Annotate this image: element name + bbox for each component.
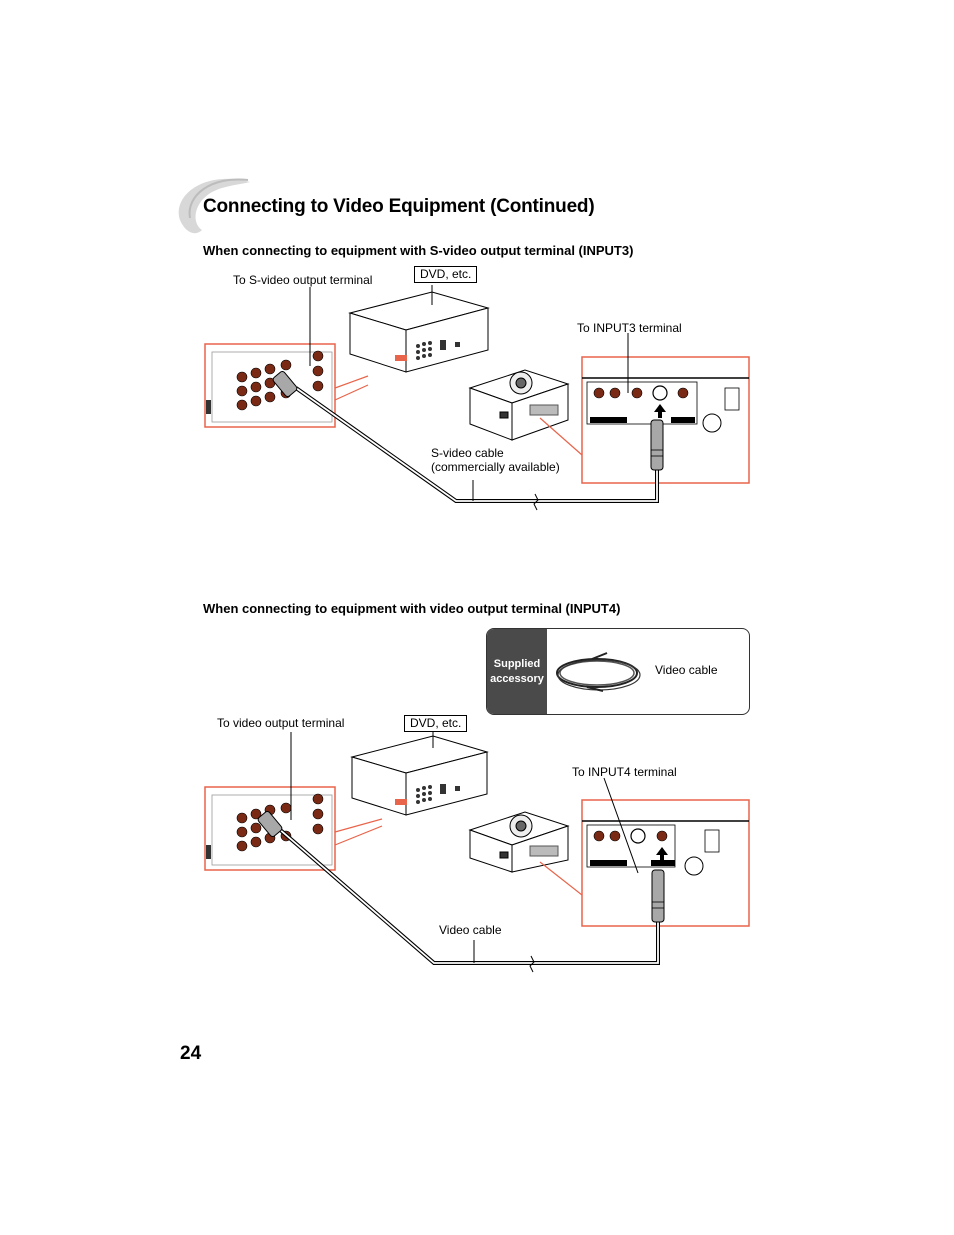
s2-input-label: To INPUT4 terminal bbox=[572, 765, 677, 779]
supplied-accessory-box: Supplied accessory Video cable bbox=[486, 628, 750, 715]
video-cable-coil-icon bbox=[556, 652, 641, 692]
s1-input-closeup bbox=[539, 356, 750, 484]
s2-output-label: To video output terminal bbox=[217, 716, 345, 730]
page-number: 24 bbox=[180, 1043, 202, 1064]
s1-output-label: To S-video output terminal bbox=[233, 273, 373, 287]
s1-cable-label-line2: (commercially available) bbox=[431, 460, 560, 474]
s2-device-label: DVD, etc. bbox=[404, 715, 468, 732]
section1-heading: When connecting to equipment with S-vide… bbox=[203, 243, 634, 258]
s2-cable-label: Video cable bbox=[439, 923, 502, 937]
accessory-item-label: Video cable bbox=[655, 663, 718, 677]
title-swoosh-decoration bbox=[178, 178, 250, 234]
s2-dvd-player bbox=[350, 735, 489, 816]
s2-projector bbox=[468, 811, 570, 873]
section2-heading: When connecting to equipment with video … bbox=[203, 601, 621, 616]
page-title: Connecting to Video Equipment (Continued… bbox=[203, 196, 595, 217]
s2-input-closeup bbox=[539, 799, 750, 927]
s2-input-leader bbox=[603, 777, 639, 874]
s1-device-label: DVD, etc. bbox=[414, 266, 478, 283]
s1-dvd-closeup bbox=[204, 343, 369, 428]
s2-video-cable bbox=[257, 811, 665, 973]
s1-input-label: To INPUT3 terminal bbox=[577, 321, 682, 335]
s1-projector bbox=[468, 369, 570, 441]
s1-dvd-player bbox=[348, 291, 490, 373]
s1-cable-label-line1: S-video cable bbox=[431, 446, 504, 460]
s1-svideo-cable bbox=[272, 371, 664, 511]
accessory-tag: Supplied accessory bbox=[487, 629, 547, 714]
accessory-tag-text: Supplied accessory bbox=[490, 657, 544, 685]
